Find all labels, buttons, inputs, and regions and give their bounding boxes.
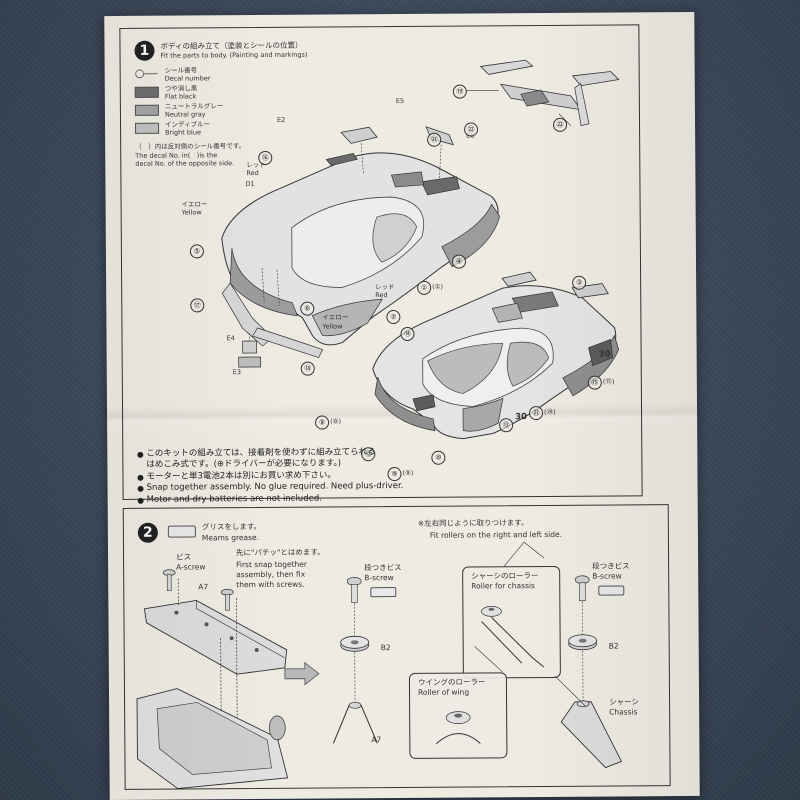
decal-8-opposite: (⑧) <box>330 417 342 426</box>
label-e5: E5 <box>395 96 405 106</box>
roller-wing-illustration <box>436 711 481 745</box>
decal-21: ㉑ <box>427 132 442 147</box>
label-yellow2-en: Yellow <box>322 322 343 331</box>
instruction-sheet: 1 ボディの組み立て（塗装とシールの位置） Fit the parts to b… <box>104 11 700 800</box>
legend: シール番号 Decal number つや消し黒 Flat black ニュート… <box>120 25 638 137</box>
decal-number-swatch <box>135 69 158 79</box>
bright-blue-swatch <box>135 122 160 134</box>
legend-decal-en: Decal number <box>164 74 211 83</box>
step-1-title-en: Fit the parts to body. (Painting and mar… <box>160 50 308 60</box>
decal-17: ⑰ <box>190 298 205 313</box>
roller-wing-stack <box>332 576 378 744</box>
decal-22: ㉒ <box>464 122 479 137</box>
label-e2: E2 <box>276 115 286 124</box>
car-number-front: 30 <box>515 412 527 423</box>
decal-13: ⑬ <box>499 418 514 433</box>
decal-6: ⑥ <box>300 301 315 316</box>
roller-chassis-stack <box>560 575 623 769</box>
decal-24-opposite: (㉔) <box>544 407 556 417</box>
assembly-notes: このキットの組み立ては、接着剤を使わずに組み立てられる はめこみ式です。(⊕ドラ… <box>137 447 403 506</box>
arrow-right-icon <box>284 661 320 686</box>
chassis-plate-illustration <box>136 578 289 790</box>
step-2-panel: 2 グリスをします。 Meams grease. ※左右同じように取りつけます。… <box>122 504 671 790</box>
roller-chassis-illustration <box>481 606 545 668</box>
note-3: Snap together assembly. No glue required… <box>137 481 404 494</box>
roller-chassis-callout: シャーシのローラー Roller for chassis <box>462 565 561 679</box>
decal-16: ⑯ <box>258 150 273 165</box>
decal-23: ㉓ <box>529 406 544 421</box>
step-1-title-jp: ボディの組み立て（塗装とシールの位置） <box>160 40 303 51</box>
label-yellow-en: Yellow <box>181 208 202 217</box>
label-yellow2-jp: イエロー <box>322 313 349 322</box>
body-decaled-illustration <box>372 271 619 440</box>
decal-3: ③ <box>572 275 587 290</box>
label-e3: E3 <box>232 368 242 377</box>
a-screw-icon-2 <box>220 588 234 611</box>
decal-15: ⑮ <box>587 375 602 390</box>
decal-10: ⑩ <box>431 450 446 465</box>
decal-1-opposite: (①) <box>432 282 444 291</box>
step-1-number: 1 <box>134 40 155 61</box>
e3-e4-mount <box>238 333 262 368</box>
decal-22-wing: ㉒ <box>552 117 568 132</box>
leader-lines <box>474 541 586 706</box>
note-4: Motor and dry batteries are not included… <box>137 493 404 506</box>
roller-wing-callout: ウイングのローラー Roller of wing <box>408 672 508 759</box>
decal-2: ② <box>386 310 401 325</box>
neutral-gray-swatch <box>134 104 159 116</box>
decal-14: ⑭ <box>400 326 415 342</box>
decal-5: ⑤ <box>189 244 204 259</box>
decal-1: ① <box>417 280 432 295</box>
flat-black-swatch <box>134 86 159 98</box>
decal-18: ⑱ <box>300 361 315 376</box>
car-number-side: 30 <box>598 349 611 360</box>
a-screw-icon <box>162 569 176 591</box>
step-1-panel: 1 ボディの組み立て（塗装とシールの位置） Fit the parts to b… <box>119 24 643 505</box>
label-red-en: Red <box>246 168 259 178</box>
body-top-illustration <box>221 126 501 359</box>
decal-9-opposite: (⑨) <box>402 468 414 477</box>
decal-15-opposite: (⑮) <box>602 377 615 386</box>
label-e4: E4 <box>226 334 235 343</box>
label-yellow-jp: イエロー <box>181 200 208 209</box>
decal-8: ⑧ <box>315 415 330 430</box>
decal-4: ④ <box>451 254 467 269</box>
label-d1: D1 <box>245 180 255 189</box>
